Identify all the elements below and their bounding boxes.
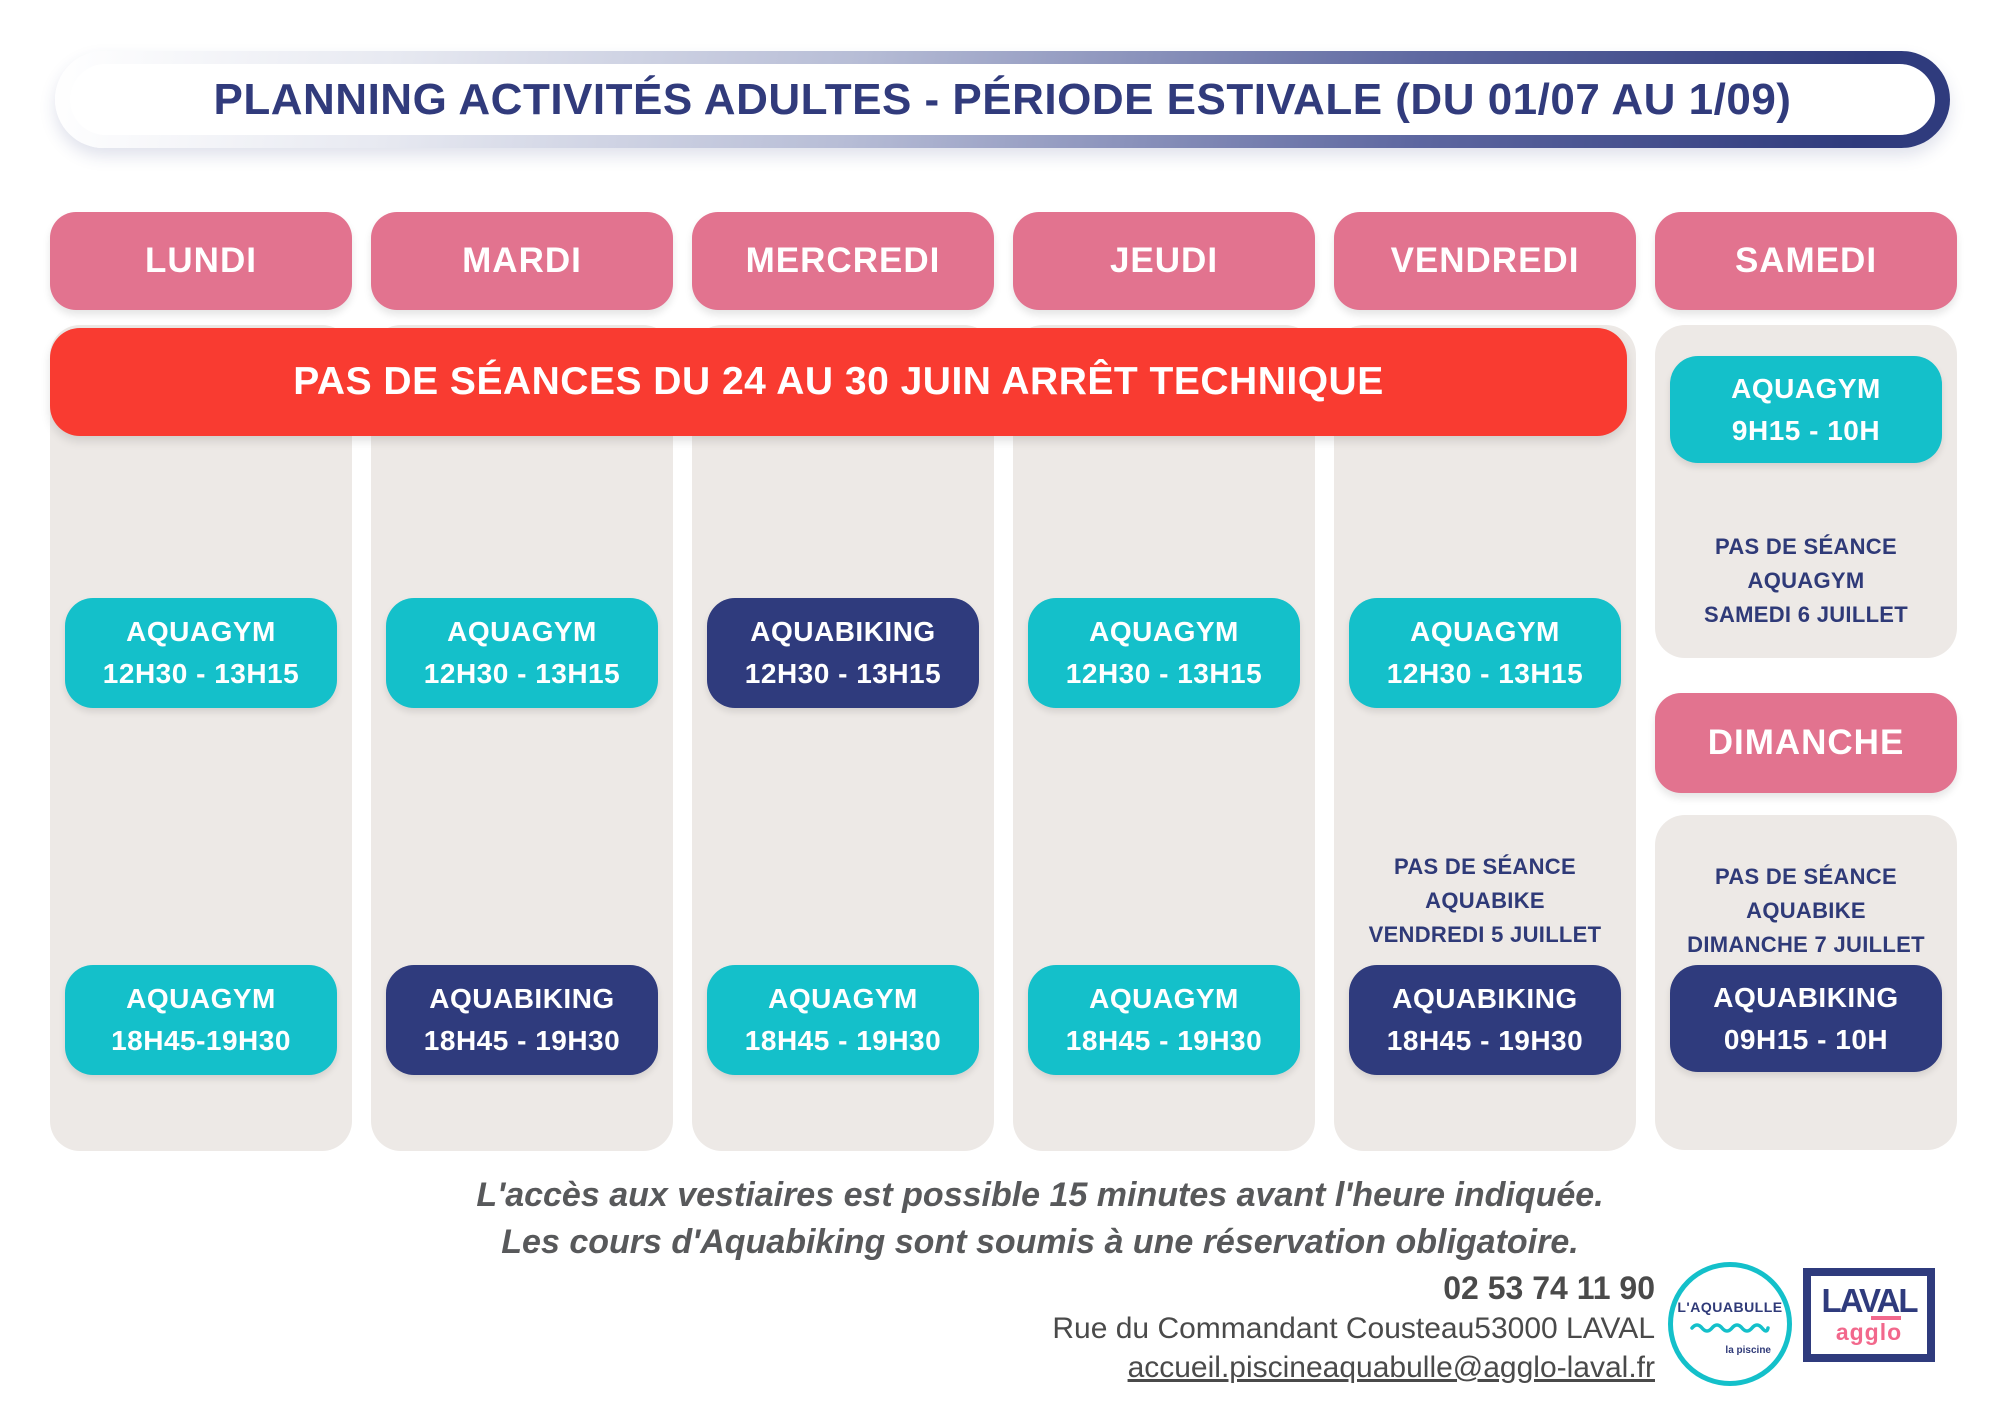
email-link[interactable]: accueil.piscineaquabulle@agglo-laval.fr [1127,1351,1655,1384]
laval-logo-sub: agglo [1835,1319,1903,1346]
session-time: 09H15 - 10H [1723,1023,1889,1055]
footnote: L'accès aux vestiaires est possible 15 m… [80,1172,2000,1266]
aquabulle-logo: L'AQUABULLE la piscine [1668,1262,1792,1386]
session-card-samedi-morning: AQUAGYM 9H15 - 10H [1670,356,1942,463]
notice-line: AQUABIKE [1746,898,1866,924]
session-card-lundi-noon: AQUAGYM 12H30 - 13H15 [65,598,337,708]
notice-samedi: PAS DE SÉANCE AQUAGYM SAMEDI 6 JUILLET [1655,530,1957,632]
column-vendredi: AQUAGYM 12H30 - 13H15 PAS DE SÉANCE AQUA… [1334,325,1636,1151]
notice-line: AQUAGYM [1747,568,1865,594]
day-header-lundi: LUNDI [50,212,352,310]
session-card-vendredi-noon: AQUAGYM 12H30 - 13H15 [1349,598,1621,708]
session-time: 12H30 - 13H15 [423,658,621,689]
session-name: AQUAGYM [768,983,918,1014]
day-header-mardi: MARDI [371,212,673,310]
laval-agglo-logo: LAVAL agglo [1803,1268,1935,1362]
session-time: 12H30 - 13H15 [1065,658,1263,689]
notice-line: DIMANCHE 7 JUILLET [1687,932,1925,958]
notice-line: PAS DE SÉANCE [1715,534,1897,559]
session-name: AQUAGYM [447,616,597,647]
session-name: AQUABIKING [1392,983,1578,1014]
session-name: AQUAGYM [1731,372,1881,404]
session-time: 18H45-19H30 [111,1025,291,1056]
session-time: 12H30 - 13H15 [1386,658,1584,689]
day-header-mercredi: MERCREDI [692,212,994,310]
column-mercredi: AQUABIKING 12H30 - 13H15 AQUAGYM 18H45 -… [692,325,994,1151]
day-header-samedi: SAMEDI [1655,212,1957,310]
day-header-dimanche: DIMANCHE [1655,693,1957,793]
session-card-mardi-noon: AQUAGYM 12H30 - 13H15 [386,598,658,708]
footnote-line-2: Les cours d'Aquabiking sont soumis à une… [501,1222,1579,1261]
session-name: AQUAGYM [1410,616,1560,647]
session-card-vendredi-evening: AQUABIKING 18H45 - 19H30 [1349,965,1621,1075]
session-card-jeudi-evening: AQUAGYM 18H45 - 19H30 [1028,965,1300,1075]
footnote-line-1: L'accès aux vestiaires est possible 15 m… [476,1176,1604,1214]
column-samedi: AQUAGYM 9H15 - 10H PAS DE SÉANCE AQUAGYM… [1655,325,1957,658]
column-jeudi: AQUAGYM 12H30 - 13H15 AQUAGYM 18H45 - 19… [1013,325,1315,1151]
session-time: 18H45 - 19H30 [423,1025,621,1056]
notice-line: PAS DE SÉANCE [1715,864,1897,889]
notice-vendredi: PAS DE SÉANCE AQUABIKE VENDREDI 5 JUILLE… [1334,850,1636,952]
laval-logo-text: LAVAL [1821,1281,1918,1319]
column-mardi: AQUAGYM 12H30 - 13H15 AQUABIKING 18H45 -… [371,325,673,1151]
session-name: AQUABIKING [429,983,615,1014]
session-time: 18H45 - 19H30 [744,1025,942,1056]
session-card-dimanche-morning: AQUABIKING 09H15 - 10H [1670,965,1942,1072]
notice-line: AQUABIKE [1425,888,1545,914]
aquabulle-name: L'AQUABULLE [1677,1299,1783,1315]
maintenance-banner: PAS DE SÉANCES DU 24 AU 30 JUIN ARRÊT TE… [50,328,1627,436]
wave-icon [1690,1323,1770,1333]
title-pill: PLANNING ACTIVITÉS ADULTES - PÉRIODE EST… [70,64,1935,135]
session-name: AQUABIKING [750,616,936,647]
session-name: AQUAGYM [126,616,276,647]
column-dimanche: PAS DE SÉANCE AQUABIKE DIMANCHE 7 JUILLE… [1655,815,1957,1150]
session-card-mercredi-evening: AQUAGYM 18H45 - 19H30 [707,965,979,1075]
column-lundi: AQUAGYM 12H30 - 13H15 AQUAGYM 18H45-19H3… [50,325,352,1151]
session-time: 12H30 - 13H15 [744,658,942,689]
page-title: PLANNING ACTIVITÉS ADULTES - PÉRIODE EST… [213,74,1792,124]
address: Rue du Commandant Cousteau53000 LAVAL [1052,1312,1655,1345]
phone-number: 02 53 74 11 90 [1443,1270,1655,1306]
laval-logo-dash [1871,1316,1901,1321]
session-time: 18H45 - 19H30 [1065,1025,1263,1056]
contact-block: 02 53 74 11 90 Rue du Commandant Coustea… [1052,1272,1655,1383]
title-banner: PLANNING ACTIVITÉS ADULTES - PÉRIODE EST… [55,51,1950,148]
notice-line: PAS DE SÉANCE [1394,854,1576,879]
session-card-mercredi-noon: AQUABIKING 12H30 - 13H15 [707,598,979,708]
session-card-lundi-evening: AQUAGYM 18H45-19H30 [65,965,337,1075]
session-time: 12H30 - 13H15 [102,658,300,689]
notice-line: VENDREDI 5 JUILLET [1368,922,1602,948]
aquabulle-tagline: la piscine [1725,1345,1771,1356]
session-name: AQUAGYM [126,983,276,1014]
notice-dimanche: PAS DE SÉANCE AQUABIKE DIMANCHE 7 JUILLE… [1655,860,1957,962]
session-name: AQUAGYM [1089,616,1239,647]
session-card-jeudi-noon: AQUAGYM 12H30 - 13H15 [1028,598,1300,708]
notice-line: SAMEDI 6 JUILLET [1703,602,1909,628]
day-header-vendredi: VENDREDI [1334,212,1636,310]
session-name: AQUABIKING [1713,981,1899,1013]
session-time: 18H45 - 19H30 [1386,1025,1584,1056]
session-card-mardi-evening: AQUABIKING 18H45 - 19H30 [386,965,658,1075]
session-name: AQUAGYM [1089,983,1239,1014]
day-header-jeudi: JEUDI [1013,212,1315,310]
session-time: 9H15 - 10H [1731,414,1881,446]
